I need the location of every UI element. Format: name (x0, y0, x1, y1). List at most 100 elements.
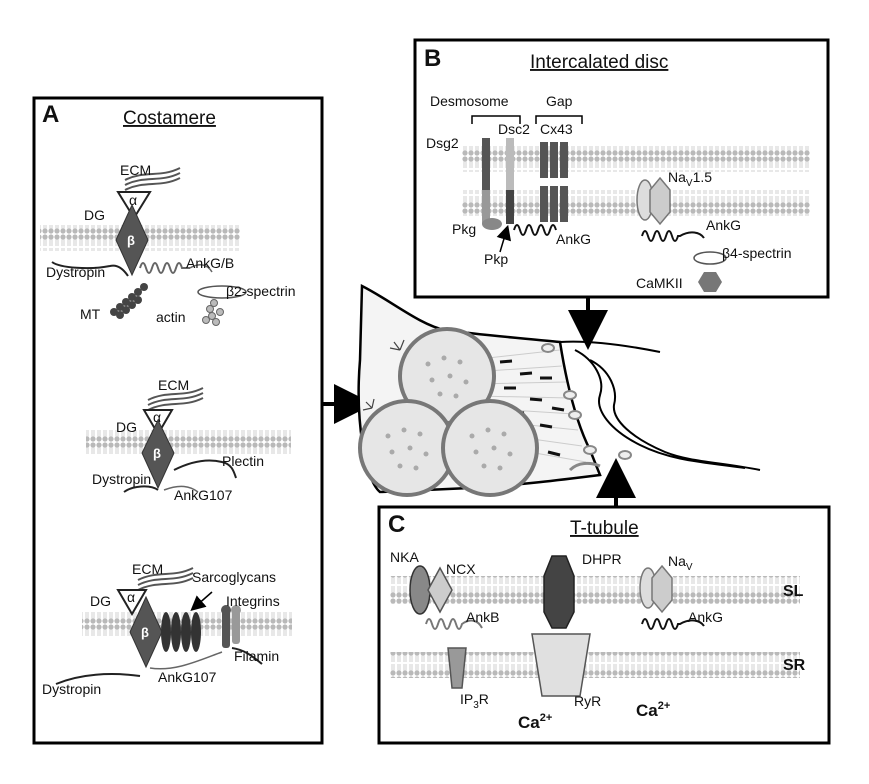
ecm-fibers (147, 387, 204, 411)
microtubule (110, 283, 148, 319)
actin-filament (202, 299, 224, 326)
panel-b-letter: B (424, 45, 441, 72)
ecm-label: ECM (132, 561, 163, 577)
integrins (221, 605, 241, 648)
nav15-channel (636, 176, 671, 226)
nka-label: NKA (390, 549, 419, 565)
sarcoglycans-label: Sarcoglycans (192, 569, 276, 585)
ankg-spring-1 (513, 224, 557, 236)
ecm-label: ECM (120, 162, 151, 178)
ankg-label-1: AnkG (556, 231, 591, 247)
dsg2-label: Dsg2 (426, 135, 459, 151)
nav-label: NaV (668, 553, 693, 573)
beta-dystroglycan (129, 595, 163, 669)
beta-label: β (153, 446, 161, 461)
panel-c-letter: C (388, 511, 405, 538)
integrins-label: Integrins (226, 593, 280, 609)
ankg107-label: AnkG107 (174, 487, 233, 503)
dhpr-label: DHPR (582, 551, 622, 567)
panel-a-title: Costamere (123, 108, 216, 129)
sl-label: SL (783, 583, 804, 600)
plectin-label: Plectin (222, 453, 264, 469)
ecm-fibers (124, 167, 181, 191)
dg-label: DG (116, 419, 137, 435)
sarcolemma-membrane (390, 576, 800, 604)
ankg-label: AnkG (688, 609, 723, 625)
beta-label: β (141, 625, 149, 640)
mt-label: MT (80, 306, 101, 322)
cytoskeletal-tufts (362, 339, 405, 411)
dystropin-line (123, 485, 159, 493)
membrane-lower (462, 190, 810, 216)
dystropin-label: Dystropin (46, 264, 105, 280)
panel-a-letter: A (42, 101, 59, 128)
membrane-upper (462, 146, 810, 172)
beta-label: β (127, 233, 135, 248)
dg-label: DG (90, 593, 111, 609)
dystropin-line (51, 261, 129, 277)
desmosome-label: Desmosome (430, 93, 509, 109)
panel-c-frame (377, 505, 831, 745)
ryr-channel (531, 633, 591, 697)
ecm-fibers (137, 567, 194, 591)
sarcoglycans (161, 612, 201, 652)
camkii-shape (698, 272, 722, 292)
panel-b-title: Intercalated disc (530, 52, 668, 73)
ankgb-label: AnkG/B (186, 255, 234, 271)
spectrin-shape (197, 285, 247, 299)
pkp-arrow (496, 224, 512, 253)
ecm-label: ECM (158, 377, 189, 393)
ankb-label: AnkB (466, 609, 499, 625)
dsc2 (506, 138, 514, 224)
costamere-group-1: ECM α DG β Dystropin AnkG/B β2-spectrin … (40, 162, 296, 326)
dhpr-channel (543, 555, 575, 629)
b4-spectrin-label: β4-spectrin (722, 245, 792, 261)
desmosome-bracket (471, 115, 521, 124)
ip3r-channel (447, 647, 467, 689)
calcium-label-2: Ca2+ (636, 700, 670, 720)
ankgb-tail (189, 264, 213, 273)
cx43-connexon (540, 142, 568, 222)
dystropin-line (55, 673, 141, 685)
alpha-dystroglycan (116, 589, 148, 616)
panel-c-t-tubule: C T-tubule SL SR NKA NCX AnkB IP3R DHPR … (377, 505, 831, 745)
ryr-label: RyR (574, 693, 601, 709)
membrane (86, 430, 291, 456)
alpha-label: α (129, 192, 137, 208)
ankgb-spring (139, 262, 190, 274)
sarcoglycans-arrow (190, 591, 213, 611)
plectin-line (173, 459, 237, 479)
dystropin-label: Dystropin (92, 471, 151, 487)
dsg2 (482, 138, 490, 224)
dsc2-label: Dsc2 (498, 121, 530, 137)
dg-label: DG (84, 207, 105, 223)
panel-b-intercalated-disc: B Intercalated disc Desmosome Gap Dsg2 D… (413, 38, 830, 299)
alpha-label: α (127, 589, 135, 605)
gap-bracket (535, 115, 583, 124)
gap-label: Gap (546, 93, 573, 109)
beta-dystroglycan (115, 203, 149, 277)
ip3r-label: IP3R (460, 691, 489, 711)
pkp-label: Pkp (484, 251, 508, 267)
nav15-label: NaV1.5 (668, 169, 712, 189)
panel-a-costamere: A Costamere ECM α DG β Dystropin AnkG/B … (32, 96, 324, 745)
pkg-shape (482, 218, 502, 230)
sr-label: SR (783, 657, 806, 674)
pkg-label: Pkg (452, 221, 476, 237)
costamere-group-3: ECM α DG β Sarcoglycans Integrins Fi (42, 561, 292, 697)
cardiomyocyte-illustration (357, 284, 761, 497)
nucleus-right (441, 399, 539, 497)
ankg107-line (149, 651, 223, 670)
nka-pump (409, 565, 431, 615)
nav-channel (639, 564, 673, 614)
ankg-spring (641, 618, 705, 630)
costamere-group-2: ECM α DG β Plectin Dystropin AnkG107 (86, 377, 291, 503)
spectrin-label: β2-spectrin (226, 283, 296, 299)
ankg107-line (163, 485, 199, 493)
ncx-exchanger (427, 566, 453, 614)
actin-label: actin (156, 309, 186, 325)
ankg-spring-2 (641, 230, 705, 242)
filamin-line (231, 647, 263, 665)
alpha-dystroglycan (116, 191, 152, 220)
